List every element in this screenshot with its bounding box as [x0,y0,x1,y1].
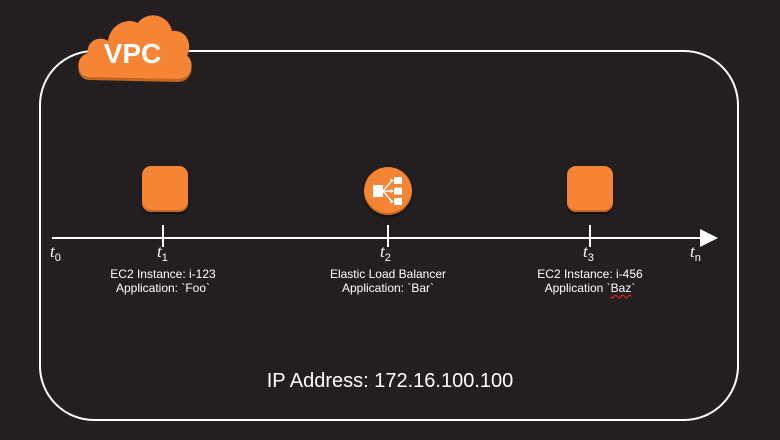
vpc-cloud-icon: VPC [70,8,195,88]
tick-label-t2: t2 [380,242,391,264]
caption-line1: EC2 Instance: i-456 [537,267,643,281]
caption-line1: EC2 Instance: i-123 [110,267,216,281]
spellcheck-flagged-word: Baz [610,281,632,295]
tick-label-t1: t1 [157,242,168,264]
tick-t1 [162,225,164,247]
node-caption-2: Elastic Load Balancer Application: `Bar` [288,267,488,295]
tick-label-t3: t3 [583,242,594,264]
tick-label-t0: t0 [50,242,61,264]
node-caption-1: EC2 Instance: i-123 Application: `Foo` [63,267,263,295]
ec2-instance-icon [142,166,188,212]
tick-label-tn: tn [690,242,701,264]
tick-t3 [589,225,591,247]
ip-address-label: IP Address: 172.16.100.100 [266,370,514,392]
timeline-axis [52,237,702,239]
caption-line2: Application `Baz` [544,281,636,295]
caption-line2: Application: `Bar` [341,281,435,295]
caption-line2: Application: `Foo` [115,281,211,295]
caption-line1: Elastic Load Balancer [329,267,447,281]
tick-t2 [387,225,389,247]
elastic-load-balancer-icon [364,167,412,215]
node-caption-3: EC2 Instance: i-456 Application `Baz` [490,267,690,295]
vpc-label: VPC [103,38,162,69]
ec2-instance-icon [567,166,613,212]
vpc-boundary [39,50,739,421]
timeline-arrow-icon [700,229,718,247]
